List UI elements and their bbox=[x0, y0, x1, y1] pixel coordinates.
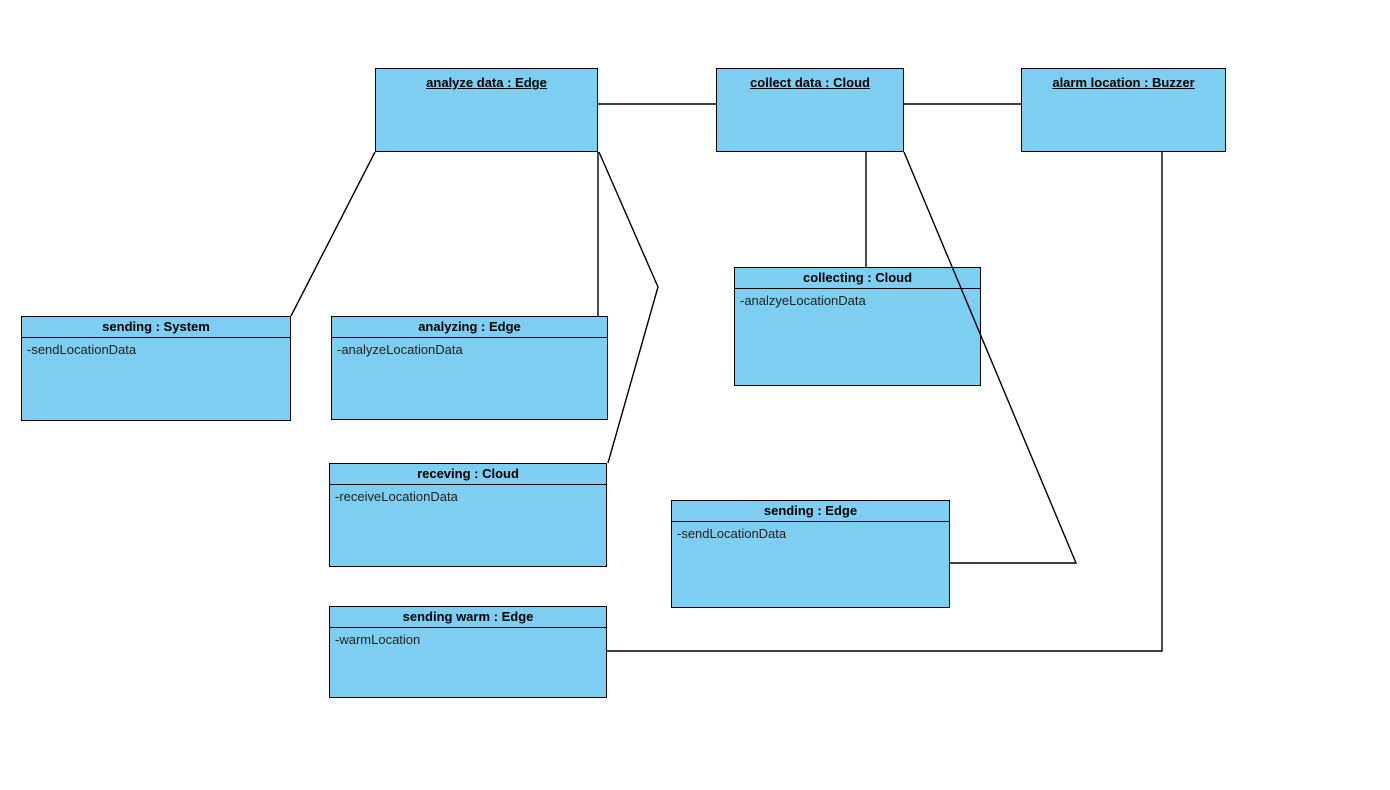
node-title: analyze data : Edge bbox=[426, 75, 547, 90]
node-attribute: -analzyeLocationData bbox=[740, 293, 866, 308]
node-attribute: -sendLocationData bbox=[27, 342, 137, 357]
class-node-sending-edge[interactable]: sending : Edge -sendLocationData bbox=[671, 500, 950, 608]
node-title: analyzing : Edge bbox=[332, 317, 607, 338]
node-attribute: -analyzeLocationData bbox=[337, 342, 463, 357]
class-node-sending-system[interactable]: sending : System -sendLocationData bbox=[21, 316, 291, 421]
class-node-analyzing[interactable]: analyzing : Edge -analyzeLocationData bbox=[331, 316, 608, 420]
edge-analyze-sendingsystem bbox=[290, 151, 376, 317]
object-node-analyze-data[interactable]: analyze data : Edge bbox=[375, 68, 598, 152]
node-title: sending warm : Edge bbox=[330, 607, 606, 628]
class-node-sending-warm[interactable]: sending warm : Edge -warmLocation bbox=[329, 606, 607, 698]
node-title: sending : System bbox=[22, 317, 290, 338]
node-title: alarm location : Buzzer bbox=[1052, 75, 1195, 90]
node-title: collecting : Cloud bbox=[735, 268, 980, 289]
object-node-alarm-location[interactable]: alarm location : Buzzer bbox=[1021, 68, 1226, 152]
node-title: sending : Edge bbox=[672, 501, 949, 522]
class-node-receving[interactable]: receving : Cloud -receiveLocationData bbox=[329, 463, 607, 567]
node-attribute: -sendLocationData bbox=[677, 526, 787, 541]
class-node-collecting[interactable]: collecting : Cloud -analzyeLocationData bbox=[734, 267, 981, 386]
node-title: collect data : Cloud bbox=[750, 75, 870, 90]
object-node-collect-data[interactable]: collect data : Cloud bbox=[716, 68, 904, 152]
node-attribute: -warmLocation bbox=[335, 632, 421, 647]
node-title: receving : Cloud bbox=[330, 464, 606, 485]
node-attribute: -receiveLocationData bbox=[335, 489, 458, 504]
